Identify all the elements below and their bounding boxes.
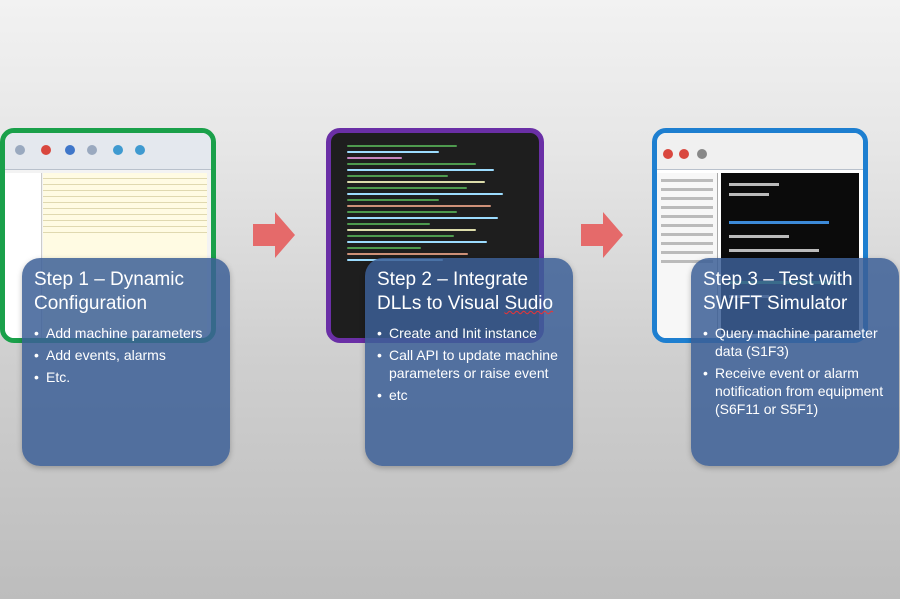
step3-card: Step 3 – Test with SWIFT Simulator Query…	[691, 258, 899, 466]
arrow-right-icon	[581, 212, 623, 258]
bullet-item: Add machine parameters	[34, 324, 220, 342]
stop-icon	[663, 149, 673, 159]
export-icon	[113, 145, 123, 155]
step3-title-line2: SWIFT Simulator	[703, 293, 848, 314]
step2-bullets: Create and Init instance Call API to upd…	[377, 324, 563, 404]
step2-title: Step 2 – Integrate DLLs to Visual Sudio	[377, 268, 563, 316]
disconnect-icon	[697, 149, 707, 159]
connect-icon	[65, 145, 75, 155]
arrow-right-icon	[253, 212, 295, 258]
step2-title-line2: DLLs to Visual	[377, 293, 505, 314]
step2-title-misspelled-word: Sudio	[504, 293, 554, 314]
close-icon	[41, 145, 51, 155]
step1-card: Step 1 – Dynamic Configuration Add machi…	[22, 258, 230, 466]
bullet-item: Call API to update machine parameters or…	[377, 346, 563, 382]
bullet-item: Add events, alarms	[34, 346, 220, 364]
simulator-toolbar	[657, 133, 863, 170]
home-icon	[15, 145, 25, 155]
step2-title-line1: Step 2 – Integrate	[377, 269, 529, 290]
bullet-item: Etc.	[34, 368, 220, 386]
step1-bullets: Add machine parameters Add events, alarm…	[34, 324, 220, 386]
step2-card: Step 2 – Integrate DLLs to Visual Sudio …	[365, 258, 573, 466]
connect-icon	[679, 149, 689, 159]
ribbon-toolbar	[5, 133, 211, 170]
step1-title-line1: Step 1 – Dynamic	[34, 269, 184, 290]
step3-bullets: Query machine parameter data (S1F3) Rece…	[703, 324, 889, 418]
bullet-item: Receive event or alarm notification from…	[703, 364, 889, 418]
bullet-item: Query machine parameter data (S1F3)	[703, 324, 889, 360]
step3-title: Step 3 – Test with SWIFT Simulator	[703, 268, 889, 316]
step3-title-line1: Step 3 – Test with	[703, 269, 853, 290]
settings-icon	[87, 145, 97, 155]
bullet-item: etc	[377, 386, 563, 404]
step1-title-line2: Configuration	[34, 293, 148, 314]
bullet-item: Create and Init instance	[377, 324, 563, 342]
import-icon	[135, 145, 145, 155]
step1-title: Step 1 – Dynamic Configuration	[34, 268, 220, 316]
